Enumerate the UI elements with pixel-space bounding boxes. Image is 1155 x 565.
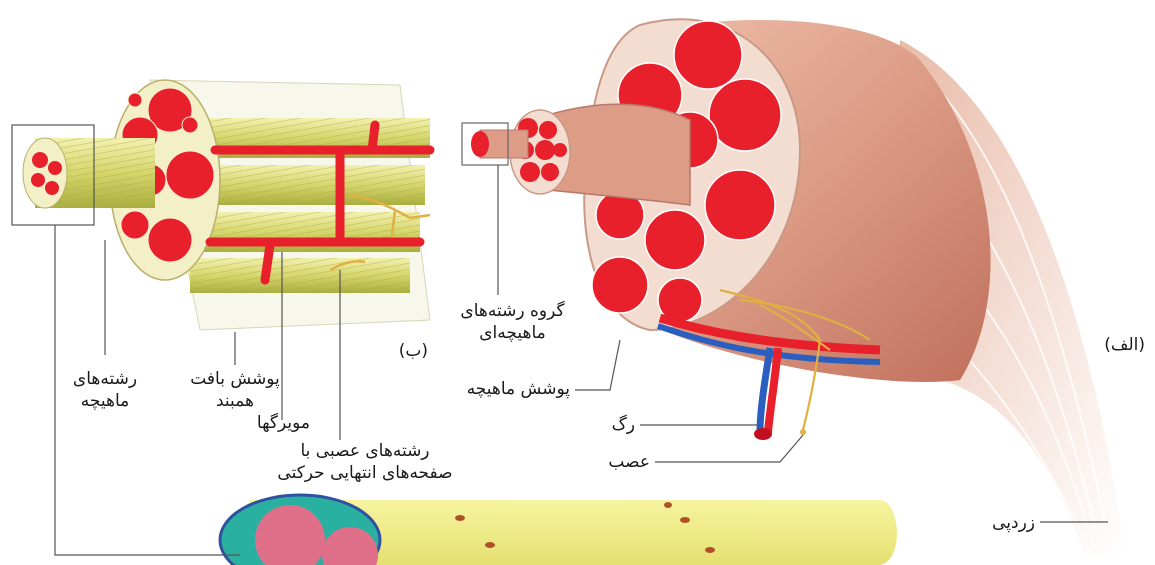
label-panel-a: (الف) bbox=[1085, 334, 1145, 356]
fascicle-panel-b bbox=[12, 80, 430, 330]
label-panel-b: (ب) bbox=[378, 340, 428, 362]
muscle-panel-a bbox=[462, 19, 1125, 555]
enlarged-fiber bbox=[220, 495, 897, 565]
label-capillaries: مویرگها bbox=[230, 412, 310, 434]
label-vessel: رگ bbox=[595, 414, 635, 436]
label-muscle-sheath: پوشش ماهیچه bbox=[435, 378, 570, 400]
label-tendon: زردپی bbox=[975, 512, 1035, 534]
label-nerve: عصب bbox=[595, 451, 650, 473]
